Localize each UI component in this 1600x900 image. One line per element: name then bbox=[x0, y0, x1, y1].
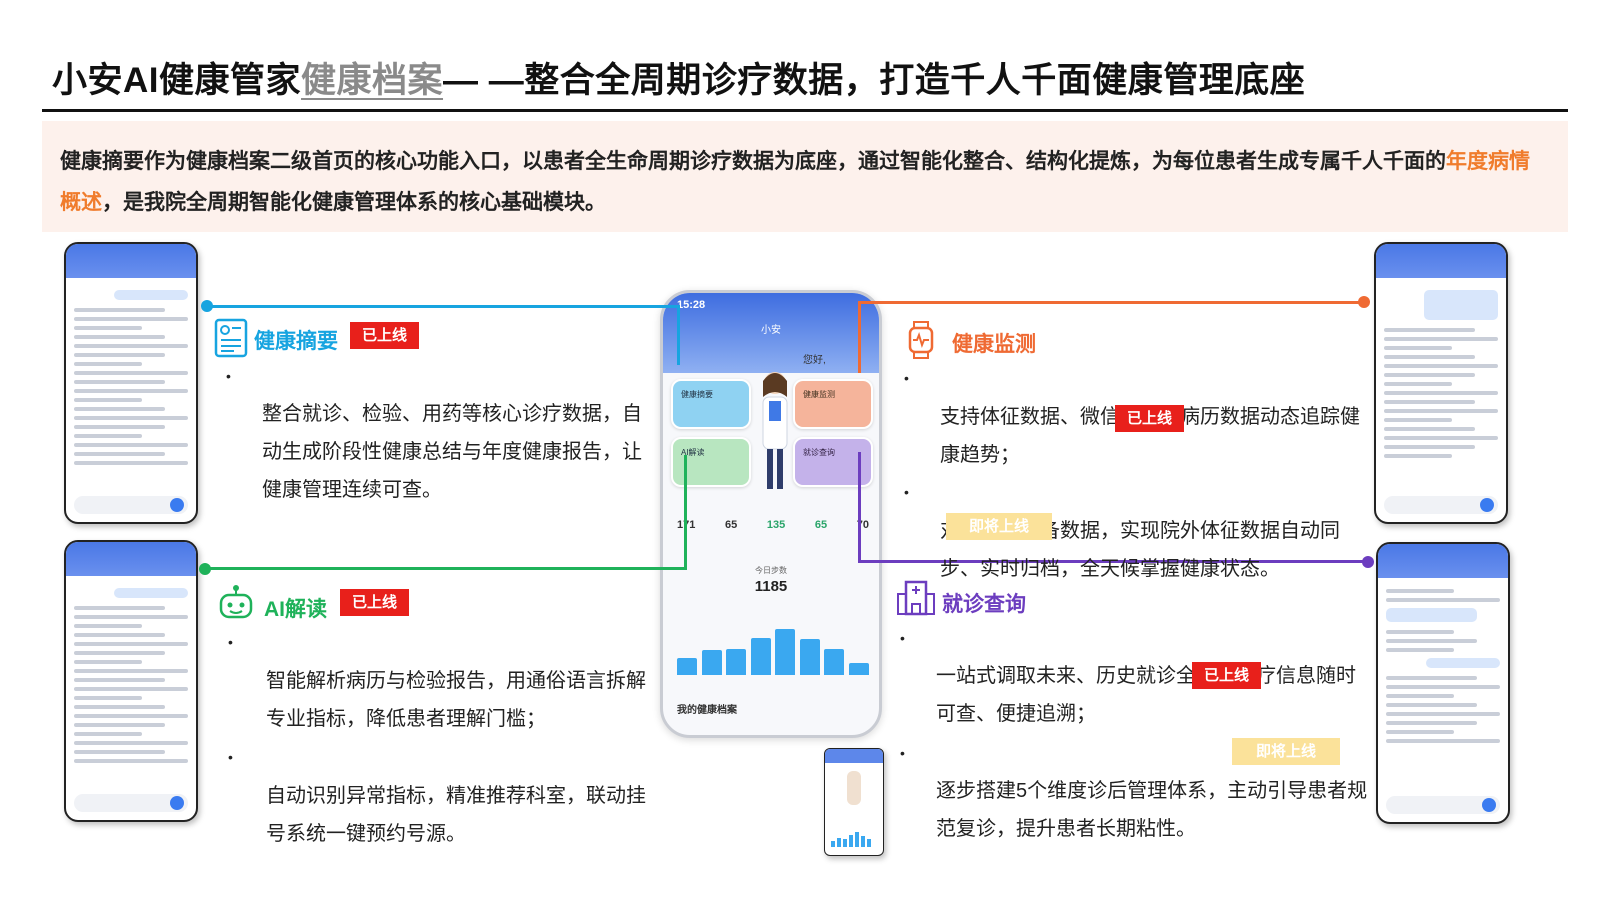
feature-title-summary: 健康摘要 bbox=[254, 330, 338, 353]
phone-chat bbox=[1376, 278, 1506, 469]
connector-green-v bbox=[684, 455, 687, 570]
document-icon bbox=[214, 318, 248, 358]
send-icon bbox=[170, 498, 184, 512]
main-phone-header bbox=[663, 293, 879, 373]
feature-text-visit-2: 逐步搭建5个维度诊后管理体系，主动引导患者规范复诊，提升患者长期粘性。 bbox=[936, 780, 1368, 840]
card-visit[interactable]: 就诊查询 bbox=[793, 437, 873, 487]
card-health-monitor[interactable]: 健康监测 bbox=[793, 379, 873, 429]
connector-blue-v bbox=[677, 305, 680, 365]
bullet: • bbox=[228, 749, 233, 765]
intro-text-a: 健康摘要作为健康档案二级首页的核心功能入口，以患者全生命周期诊疗数据为底座，通过… bbox=[60, 150, 1446, 173]
hospital-icon bbox=[897, 580, 935, 616]
main-phone-greeting: 您好, bbox=[803, 355, 826, 366]
card-label: AI解读 bbox=[681, 448, 705, 457]
bullet: • bbox=[226, 368, 231, 384]
status-badge-coming: 即将上线 bbox=[1232, 738, 1340, 765]
steps-bar bbox=[848, 663, 869, 675]
connector-orange bbox=[858, 301, 1364, 304]
chat-input bbox=[74, 794, 188, 812]
steps-bar bbox=[824, 649, 845, 675]
stat-value: 65 bbox=[724, 519, 738, 531]
feature-title-visit: 就诊查询 bbox=[942, 593, 1026, 616]
connector-blue bbox=[207, 305, 679, 308]
phone-chat bbox=[66, 278, 196, 476]
status-badge-online: 已上线 bbox=[340, 589, 410, 616]
steps-bar bbox=[775, 629, 796, 675]
card-label: 就诊查询 bbox=[803, 448, 835, 457]
phone-screenshot-visit bbox=[1376, 542, 1510, 824]
phone-header bbox=[1378, 544, 1508, 578]
feature-text-ai-2: 自动识别异常指标，精准推荐科室，联动挂号系统一键预约号源。 bbox=[266, 785, 646, 845]
chat-input bbox=[74, 496, 188, 514]
bullet: • bbox=[228, 634, 233, 650]
steps-bar-chart bbox=[677, 623, 869, 675]
card-label: 健康监测 bbox=[803, 390, 835, 399]
connector-dot-orange bbox=[1358, 296, 1370, 308]
robot-icon bbox=[219, 585, 253, 619]
phone-header bbox=[66, 542, 196, 576]
phone-screenshot-summary bbox=[64, 242, 198, 524]
today-steps-value: 1185 bbox=[754, 578, 788, 595]
title-part3: — —整合全周期诊疗数据，打造千人千面健康管理底座 bbox=[443, 61, 1306, 100]
status-badge-online: 已上线 bbox=[1115, 405, 1185, 432]
main-phone-footer: 我的健康档案 bbox=[677, 705, 737, 716]
send-icon bbox=[1482, 798, 1496, 812]
phone-chat bbox=[66, 576, 196, 774]
watch-icon bbox=[908, 321, 934, 359]
phone-screenshot-monitor bbox=[1374, 242, 1508, 524]
connector-purple bbox=[858, 560, 1366, 563]
doctor-illustration bbox=[762, 372, 788, 489]
page-title: 小安AI健康管家健康档案— —整合全周期诊疗数据，打造千人千面健康管理底座 bbox=[52, 52, 1305, 103]
send-icon bbox=[1480, 498, 1494, 512]
steps-bar bbox=[726, 649, 747, 675]
status-badge-coming: 即将上线 bbox=[946, 513, 1052, 540]
card-ai[interactable]: AI解读 bbox=[671, 437, 751, 487]
status-badge-online: 已上线 bbox=[1192, 662, 1262, 689]
title-rule bbox=[42, 109, 1568, 112]
connector-orange-v bbox=[858, 301, 861, 373]
feature-text-summary: 整合就诊、检验、用药等核心诊疗数据，自动生成阶段性健康总结与年度健康报告，让健康… bbox=[262, 403, 642, 501]
send-icon bbox=[170, 796, 184, 810]
bullet: • bbox=[904, 370, 909, 386]
feature-title-monitor: 健康监测 bbox=[952, 333, 1036, 356]
main-phone-app-name: 小安 bbox=[761, 325, 781, 336]
phone-chat bbox=[1378, 578, 1508, 754]
stat-value: 135 bbox=[766, 519, 786, 531]
phone-thumbnail bbox=[824, 748, 884, 856]
connector-dot-purple bbox=[1362, 556, 1374, 568]
chat-input bbox=[1384, 496, 1498, 514]
steps-bar bbox=[701, 650, 722, 675]
feature-title-ai: AI解读 bbox=[264, 598, 327, 621]
card-health-summary[interactable]: 健康摘要 bbox=[671, 379, 751, 429]
main-phone-stats: 171 65 135 65 70 bbox=[677, 519, 869, 531]
bullet: • bbox=[900, 630, 905, 646]
title-part2: 健康档案 bbox=[301, 61, 444, 100]
status-badge-online: 已上线 bbox=[350, 322, 420, 349]
steps-bar bbox=[799, 639, 820, 675]
intro-box: 健康摘要作为健康档案二级首页的核心功能入口，以患者全生命周期诊疗数据为底座，通过… bbox=[42, 121, 1568, 232]
phone-screenshot-ai bbox=[64, 540, 198, 822]
feature-text-ai-1: 智能解析病历与检验报告，用通俗语言拆解专业指标，降低患者理解门槛； bbox=[266, 670, 646, 730]
card-label: 健康摘要 bbox=[681, 390, 713, 399]
steps-bar bbox=[750, 638, 771, 675]
title-part1: 小安AI健康管家 bbox=[52, 61, 302, 100]
phone-header bbox=[1376, 244, 1506, 278]
intro-text-b: ，是我院全周期智能化健康管理体系的核心基础模块。 bbox=[102, 191, 606, 214]
today-steps-label: 今日步数 bbox=[755, 566, 787, 575]
intro-highlight: 年度病情概述 bbox=[60, 150, 1530, 214]
phone-header bbox=[66, 244, 196, 278]
connector-purple-v bbox=[858, 452, 861, 563]
chat-input bbox=[1386, 796, 1500, 814]
main-phone: 15:28 小安 您好, 健康摘要 健康监测 AI解读 就诊查询 171 65 … bbox=[660, 290, 882, 738]
bullet: • bbox=[904, 484, 909, 500]
feature-text-visit-1: 一站式调取未来、历史就诊全病程诊疗信息随时可查、便捷追溯； bbox=[936, 665, 1356, 725]
bullet: • bbox=[900, 745, 905, 761]
stat-value: 65 bbox=[814, 519, 828, 531]
connector-green bbox=[205, 567, 687, 570]
steps-bar bbox=[677, 658, 697, 675]
main-phone-time: 15:28 bbox=[677, 299, 706, 311]
